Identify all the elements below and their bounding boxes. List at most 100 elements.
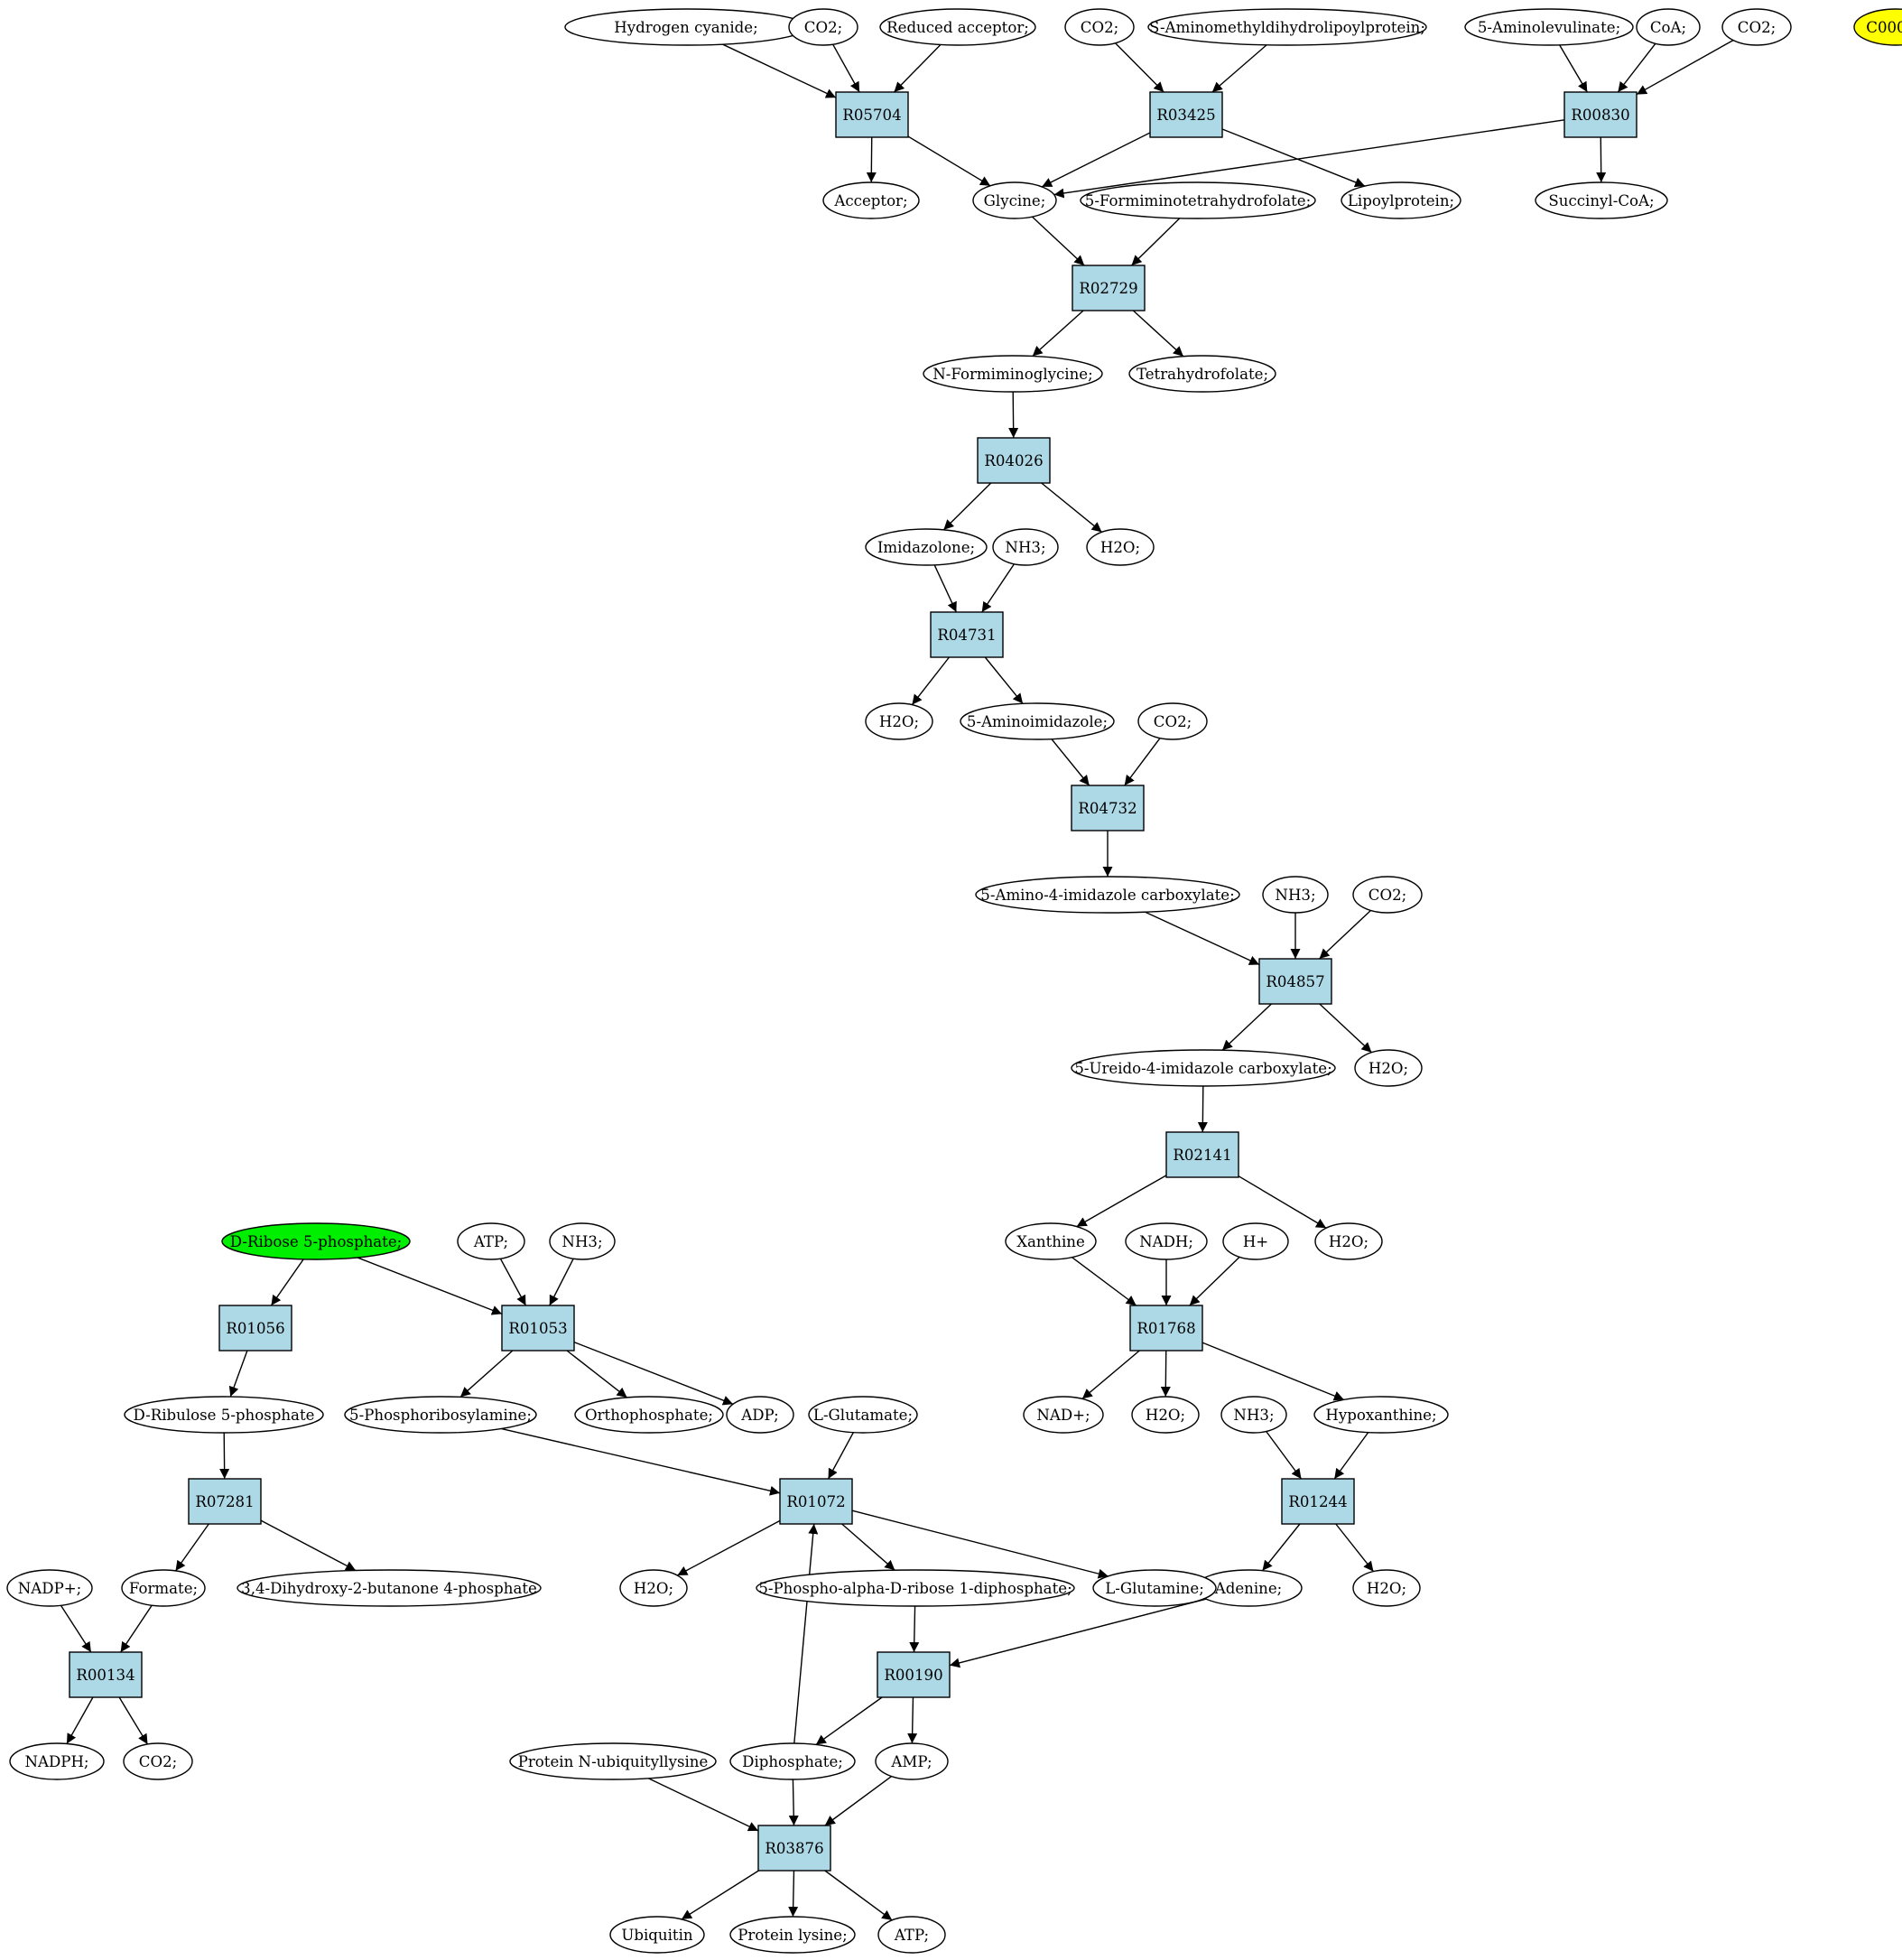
compound-node-glycine[interactable]: Glycine; [972,181,1057,219]
compound-node-coa[interactable]: CoA; [1636,8,1701,46]
reaction-node-r00190[interactable]: R00190 [877,1651,951,1698]
reaction-node-r04732[interactable]: R04732 [1071,785,1145,831]
compound-node-nh3[interactable]: NH3; [1220,1396,1287,1434]
node-label: C00002 [1866,19,1902,36]
reaction-node-r03876[interactable]: R03876 [757,1825,831,1872]
compound-node-h2o[interactable]: H2O; [865,702,933,740]
compound-node-s-aminomethyldihydrolipoylprotein[interactable]: S-Aminomethyldihydrolipoylprotein; [1147,8,1427,46]
compound-node-5-amino-4-imidazole-carboxylate[interactable]: 5-Amino-4-imidazole carboxylate; [975,876,1240,914]
reaction-node-r07281[interactable]: R07281 [188,1478,262,1525]
compound-node-imidazolone[interactable]: Imidazolone; [865,528,988,566]
compound-node-adp[interactable]: ADP; [726,1396,794,1434]
compound-node-l-glutamate[interactable]: L-Glutamate; [808,1396,918,1434]
node-label: R03425 [1156,107,1215,124]
compound-node-amp[interactable]: AMP; [875,1742,949,1780]
node-label: Reduced acceptor; [886,19,1029,36]
node-label: NH3; [1233,1407,1274,1424]
compound-node-nh3[interactable]: NH3; [992,528,1059,566]
compound-node-protein-lysine[interactable]: Protein lysine; [729,1916,856,1954]
node-label: S-Aminomethyldihydrolipoylprotein; [1149,19,1425,36]
compound-node-5-phospho-alpha-d-ribose-1-diphosphate[interactable]: 5-Phospho-alpha-D-ribose 1-diphosphate; [756,1569,1075,1607]
compound-node-c00002[interactable]: C00002 [1853,8,1902,46]
compound-node-3-4-dihydroxy-2-butanone-4-phosphate[interactable]: 3,4-Dihydroxy-2-butanone 4-phosphate [237,1569,542,1607]
compound-node-h2o[interactable]: H2O; [1314,1222,1383,1260]
node-label: L-Glutamine; [1105,1580,1204,1597]
compound-node-nh3[interactable]: NH3; [1262,876,1329,914]
compound-node-nad[interactable]: NAD+; [1023,1396,1104,1434]
compound-node-acceptor[interactable]: Acceptor; [822,181,920,219]
compound-node-hydrogen-cyanide[interactable]: Hydrogen cyanide; [564,8,808,46]
compound-node-xanthine[interactable]: Xanthine [1005,1222,1097,1260]
edge-n_hypox-to-r01244 [1333,1432,1369,1480]
compound-node-atp[interactable]: ATP; [877,1916,946,1954]
compound-node-formate[interactable]: Formate; [121,1569,206,1607]
compound-node-h2o[interactable]: H2O; [619,1569,688,1607]
reaction-node-r01768[interactable]: R01768 [1129,1305,1203,1352]
compound-node-co2[interactable]: CO2; [123,1742,193,1780]
compound-ellipse [6,1569,93,1607]
compound-node-h2o[interactable]: H2O; [1086,528,1155,566]
compound-node-co2[interactable]: CO2; [1721,8,1792,46]
compound-node-l-glutamine[interactable]: L-Glutamine; [1092,1569,1217,1607]
compound-node-h2o[interactable]: H2O; [1352,1569,1421,1607]
node-label: R01244 [1288,1493,1347,1510]
compound-node-h[interactable]: H+ [1222,1222,1289,1260]
reaction-node-r04731[interactable]: R04731 [930,611,1004,658]
compound-node-d-ribose-5-phosphate[interactable]: D-Ribose 5-phosphate; [221,1222,411,1260]
compound-node-protein-n-ubiquityllysine[interactable]: Protein N-ubiquityllysine [509,1742,717,1780]
compound-node-tetrahydrofolate[interactable]: Tetrahydrofolate; [1128,355,1276,393]
compound-node-d-ribulose-5-phosphate[interactable]: D-Ribulose 5-phosphate [124,1396,324,1434]
reaction-node-r00830[interactable]: R00830 [1563,91,1638,138]
reaction-node-r04857[interactable]: R04857 [1258,958,1332,1005]
edge-r02141-to-n_xanthine [1076,1175,1167,1228]
compound-node-lipoylprotein[interactable]: Lipoylprotein; [1341,181,1461,219]
compound-node-h2o[interactable]: H2O; [1354,1049,1423,1087]
edge-n_nh3_d-to-r01053 [549,1258,574,1306]
compound-node-reduced-acceptor[interactable]: Reduced acceptor; [879,8,1036,46]
reaction-node-r03425[interactable]: R03425 [1149,91,1223,138]
compound-node-5-formiminotetrahydrofolate[interactable]: 5-Formiminotetrahydrofolate; [1080,181,1316,219]
reaction-node-r00134[interactable]: R00134 [69,1651,143,1698]
reaction-node-r01072[interactable]: R01072 [779,1478,853,1525]
compound-node-nadp[interactable]: NADP+; [6,1569,93,1607]
reaction-node-r05704[interactable]: R05704 [835,91,909,138]
edge-n_5fthf-to-r02729 [1131,218,1181,266]
reaction-node-r02729[interactable]: R02729 [1072,265,1146,311]
edges-layer [60,39,1734,1921]
compound-node-co2[interactable]: CO2; [1064,8,1135,46]
compound-node-diphosphate[interactable]: Diphosphate; [729,1742,856,1780]
compound-node-orthophosphate[interactable]: Orthophosphate; [574,1396,724,1434]
reaction-node-r01244[interactable]: R01244 [1281,1478,1355,1525]
compound-node-ubiquitin[interactable]: Ubiquitin [609,1916,705,1954]
compound-node-5-aminolevulinate[interactable]: 5-Aminolevulinate; [1464,8,1634,46]
compound-node-co2[interactable]: CO2; [788,8,858,46]
compound-node-n-formiminoglycine[interactable]: N-Formiminoglycine; [923,355,1103,393]
compound-node-nadph[interactable]: NADPH; [9,1742,105,1780]
compound-ellipse [960,702,1115,740]
compound-node-succinyl-coa[interactable]: Succinyl-CoA; [1535,181,1668,219]
compound-node-nadh[interactable]: NADH; [1125,1222,1208,1260]
compound-ellipse [1125,1222,1208,1260]
compound-ellipse [121,1569,206,1607]
compound-node-co2[interactable]: CO2; [1352,876,1423,914]
compound-ellipse [1071,1049,1336,1087]
compound-node-5-ureido-4-imidazole-carboxylate[interactable]: 5-Ureido-4-imidazole carboxylate; [1071,1049,1336,1087]
edge-r03876-to-n_atp_b [824,1870,893,1921]
node-label: R05704 [842,107,901,124]
reaction-node-r04026[interactable]: R04026 [977,437,1051,484]
compound-node-atp[interactable]: ATP; [457,1222,525,1260]
compound-node-5-phosphoribosylamine[interactable]: 5-Phosphoribosylamine; [344,1396,537,1434]
compound-node-h2o[interactable]: H2O; [1131,1396,1200,1434]
compound-node-5-aminoimidazole[interactable]: 5-Aminoimidazole; [960,702,1115,740]
reaction-node-r01056[interactable]: R01056 [218,1305,292,1352]
reaction-node-r01053[interactable]: R01053 [501,1305,575,1352]
reaction-box [1281,1478,1355,1525]
compound-ellipse [879,8,1036,46]
node-label: 5-Formiminotetrahydrofolate; [1085,192,1311,209]
compound-ellipse [756,1569,1075,1607]
compound-node-co2[interactable]: CO2; [1137,702,1208,740]
compound-node-adenine[interactable]: Adenine; [1194,1569,1303,1607]
reaction-node-r02141[interactable]: R02141 [1165,1131,1239,1178]
compound-node-nh3[interactable]: NH3; [549,1222,616,1260]
compound-node-hypoxanthine[interactable]: Hypoxanthine; [1313,1396,1449,1434]
